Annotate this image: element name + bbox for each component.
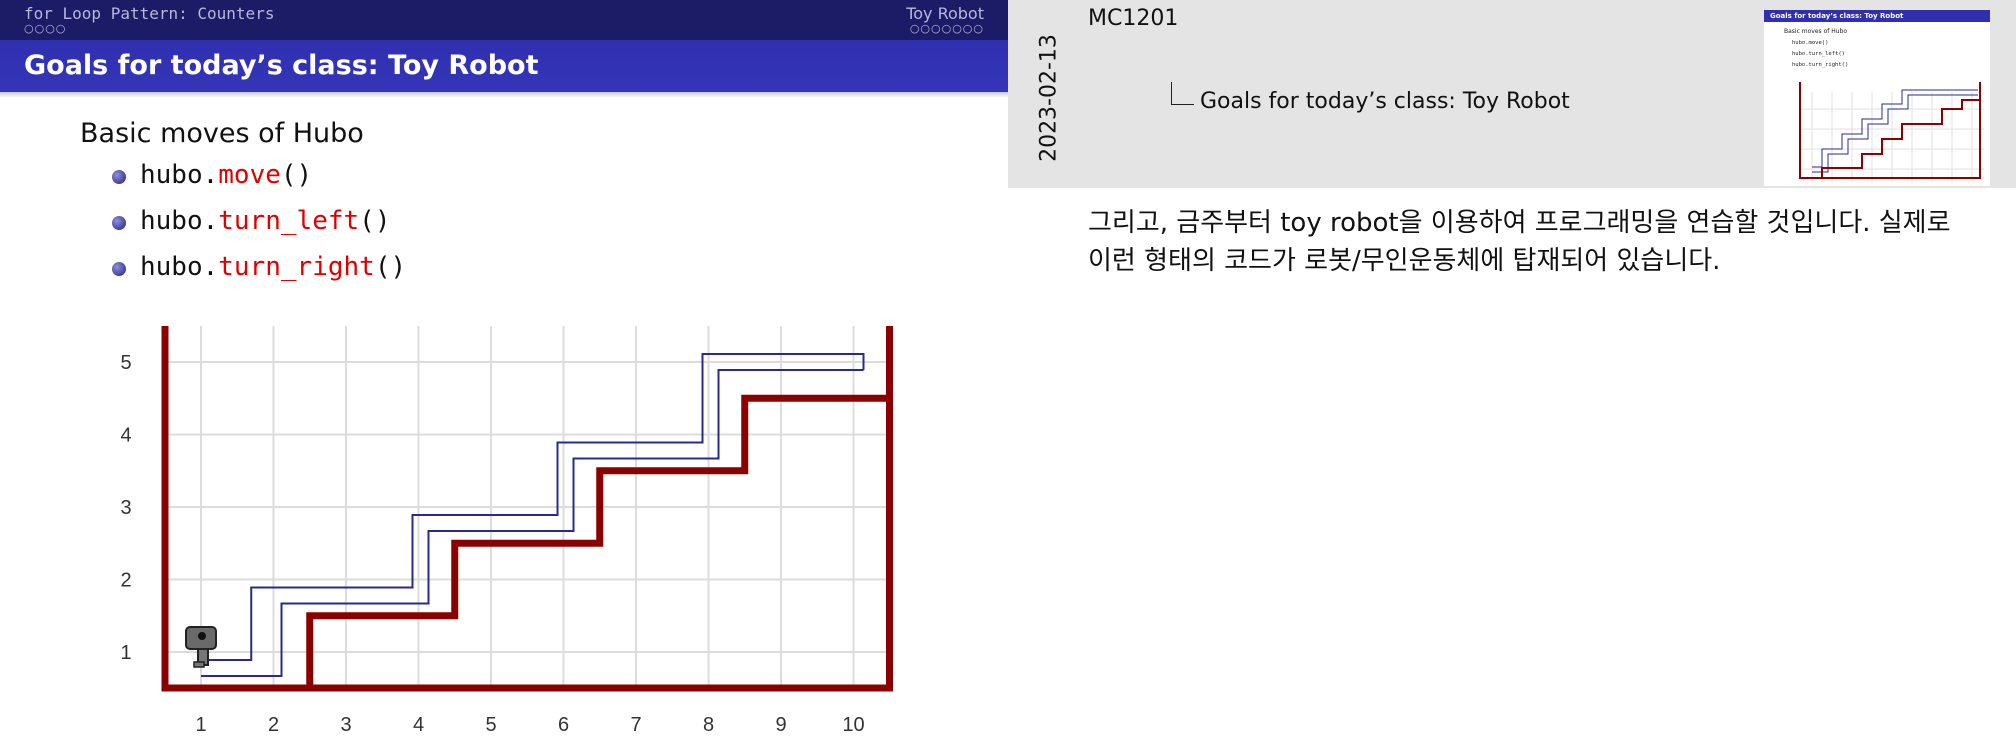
object-name: hubo. (140, 252, 219, 282)
walls (161, 326, 893, 692)
x-tick-label: 7 (630, 714, 641, 736)
x-tick-label: 10 (842, 714, 864, 736)
x-tick-label: 4 (413, 714, 424, 736)
slide-thumbnail: Goals for today’s class: Toy Robot Basic… (1764, 10, 1990, 186)
robot-icon (185, 626, 217, 668)
intro-text: Basic moves of Hubo (80, 118, 364, 149)
method-name: move (218, 160, 281, 190)
section-name[interactable]: for Loop Pattern: Counters (24, 4, 275, 23)
subsection-name[interactable]: Toy Robot (906, 4, 984, 23)
x-tick-label: 6 (558, 714, 569, 736)
x-tick-label: 9 (775, 714, 786, 736)
bullet-icon (112, 216, 126, 230)
date-label: 2023-02-13 (1036, 34, 1062, 162)
x-tick-label: 1 (195, 714, 206, 736)
title-shadow (0, 92, 1008, 98)
method-args: () (359, 206, 391, 236)
notes-panel: 2023-02-13 MC1201 Goals for today’s clas… (1008, 0, 2016, 756)
x-tick-label: 3 (340, 714, 351, 736)
list-item: hubo.move() (108, 160, 406, 206)
slide-panel: for Loop Pattern: Counters ○○○○ Toy Robo… (0, 0, 1008, 736)
method-args: () (374, 252, 407, 282)
y-tick-label: 5 (120, 352, 131, 374)
slide-title-bar: Goals for today’s class: Toy Robot (0, 40, 1008, 92)
thumbnail-line: hubo.move() (1792, 40, 1829, 46)
moves-list: hubo.move() hubo.turn_left() hubo.turn_r… (108, 160, 406, 298)
grid-lines (164, 326, 892, 688)
stair-wall (306, 394, 890, 688)
section-navigation-dots[interactable]: ○○○○ (24, 22, 67, 35)
method-args: () (280, 160, 313, 190)
axis-tick-labels: 1 2 3 4 5 6 7 8 9 10 1 2 3 4 5 (120, 352, 864, 736)
notes-text: 그리고, 금주부터 toy robot을 이용하여 프로그래밍을 연습할 것입니… (1088, 208, 1951, 276)
object-name: hubo. (140, 160, 219, 190)
subsection-navigation-dots[interactable]: ○○○○○○○ (909, 22, 984, 35)
robot-path (201, 353, 865, 677)
x-tick-label: 2 (268, 714, 279, 736)
y-tick-label: 2 (120, 570, 131, 592)
object-name: hubo. (140, 206, 219, 236)
slide-title: Goals for today’s class: Toy Robot (24, 50, 539, 81)
robot-path-line (201, 353, 865, 661)
method-name: turn_right (218, 252, 375, 282)
x-tick-label: 8 (703, 714, 714, 736)
method-name: turn_left (218, 206, 360, 236)
list-item: hubo.turn_right() (108, 252, 406, 298)
bullet-icon (112, 170, 126, 184)
bullet-icon (112, 262, 126, 276)
x-tick-label: 5 (485, 714, 496, 736)
thumbnail-title: Goals for today’s class: Toy Robot (1764, 10, 1990, 22)
tree-connector (1171, 82, 1194, 105)
list-item: hubo.turn_left() (108, 206, 406, 252)
notes-header: 2023-02-13 MC1201 Goals for today’s clas… (1008, 0, 2016, 188)
y-tick-label: 4 (120, 425, 131, 447)
thumbnail-intro: Basic moves of Hubo (1784, 28, 1848, 35)
y-tick-label: 3 (120, 497, 131, 519)
thumbnail-line: hubo.turn_left() (1792, 51, 1845, 57)
thumbnail-grid (1799, 82, 1984, 182)
y-tick-label: 1 (120, 642, 131, 664)
breadcrumb-title: Goals for today’s class: Toy Robot (1200, 89, 1570, 114)
outer-wall (161, 326, 893, 692)
slide-header-bar: for Loop Pattern: Counters ○○○○ Toy Robo… (0, 0, 1008, 40)
thumbnail-line: hubo.turn_right() (1792, 62, 1849, 68)
robot-path-line (201, 369, 864, 677)
course-code: MC1201 (1088, 6, 1179, 31)
robot-world-grid: 1 2 3 4 5 6 7 8 9 10 1 2 3 4 5 (120, 326, 893, 736)
